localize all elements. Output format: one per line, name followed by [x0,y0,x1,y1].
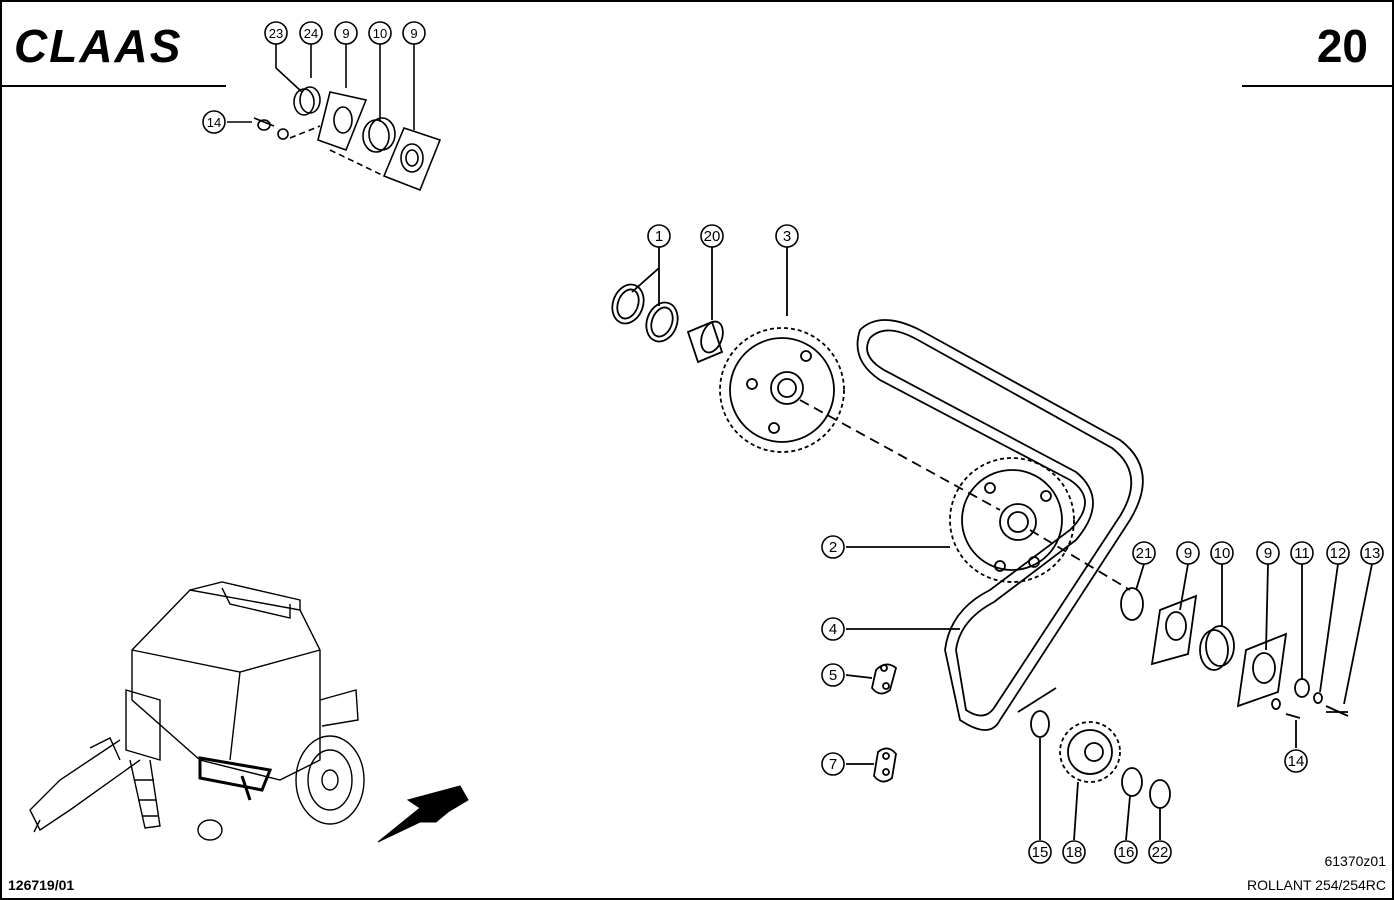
callout-1: 1 [655,228,663,245]
callout-12: 12 [1330,545,1347,562]
inset-callout-labels: 23 24 9 10 9 14 [207,26,418,130]
callout-14: 14 [1288,753,1305,770]
callout-5: 5 [829,667,837,684]
inset-callout-10: 10 [373,26,387,41]
page-number: 20 [1317,20,1368,72]
callout-7: 7 [829,756,837,773]
direction-arrow-icon [377,785,469,843]
brand-text: CLAAS [14,20,182,72]
figure-code: 61370z01 [1324,853,1386,869]
inset-callout-9b: 9 [410,26,417,41]
callout-9b: 9 [1264,545,1272,562]
callout-11: 11 [1294,545,1310,562]
callout-22: 22 [1152,844,1169,861]
callout-16: 16 [1118,844,1135,861]
callout-15: 15 [1032,844,1049,861]
callout-labels: 1 20 3 2 4 5 7 21 9 10 9 11 12 13 14 15 … [655,228,1381,861]
baler-overview-illustration [29,581,365,841]
inset-parts [227,42,442,192]
inset-callout-9a: 9 [342,26,349,41]
callout-13: 13 [1364,545,1381,562]
inset-callout-14: 14 [207,115,221,130]
callout-9a: 9 [1184,545,1192,562]
callout-18: 18 [1066,844,1083,861]
claas-logo: CLAAS [14,20,182,72]
inset-callout-23: 23 [269,26,283,41]
doc-code: 126719/01 [8,877,74,893]
callout-21: 21 [1136,545,1153,562]
callout-10: 10 [1214,545,1231,562]
main-exploded-view [611,246,1373,841]
callout-3: 3 [783,228,791,245]
inset-callout-24: 24 [304,26,318,41]
callout-circles [647,224,1384,864]
inset-callout-circles [202,21,426,134]
callout-20: 20 [704,228,721,245]
callout-2: 2 [829,539,837,556]
model-name: ROLLANT 254/254RC [1247,877,1386,893]
callout-4: 4 [829,621,837,638]
